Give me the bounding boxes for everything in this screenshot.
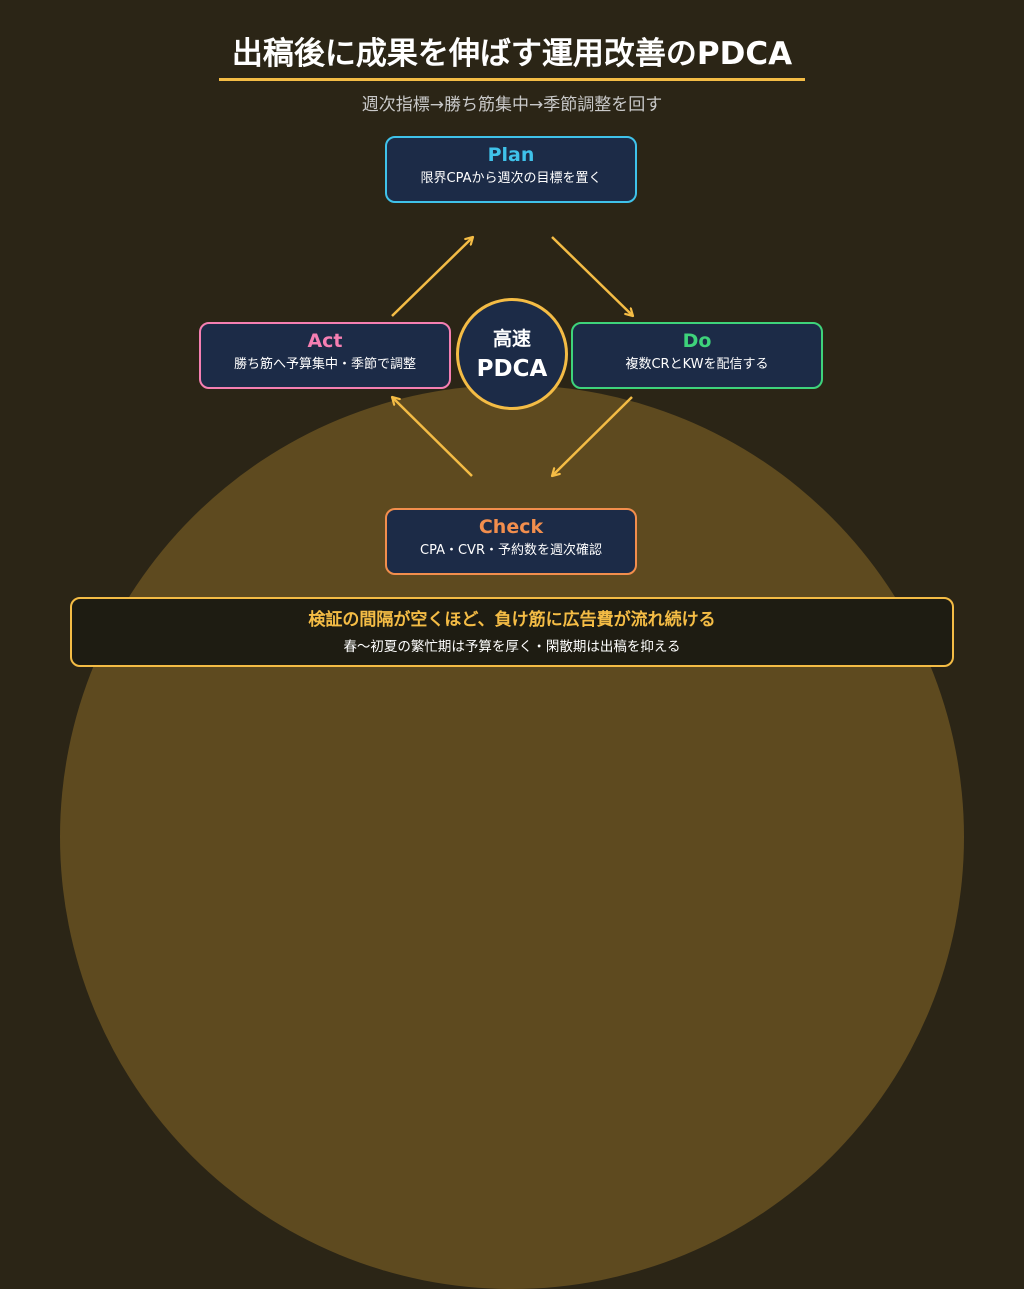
plan-description: 限界CPAから週次の目標を置く	[420, 171, 602, 186]
page-title: 出稿後に成果を伸ばす運用改善のPDCA	[231, 36, 793, 72]
plan-title: Plan	[487, 144, 535, 166]
arrow-check-to-act	[392, 397, 473, 477]
footer-note-box: 検証の間隔が空くほど、負け筋に広告費が流れ続ける 春〜初夏の繁忙期は予算を厚く・…	[70, 597, 954, 667]
footer-headline: 検証の間隔が空くほど、負け筋に広告費が流れ続ける	[308, 610, 716, 630]
cycle-arrows	[0, 0, 1024, 683]
arrow-plan-to-do	[551, 236, 633, 316]
plan-box: Plan 限界CPAから週次の目標を置く	[385, 136, 637, 203]
page-subtitle: 週次指標→勝ち筋集中→季節調整を回す	[361, 95, 663, 115]
check-box: Check CPA・CVR・予約数を週次確認	[385, 508, 637, 575]
do-box: Do 複数CRとKWを配信する	[571, 322, 823, 389]
check-description: CPA・CVR・予約数を週次確認	[420, 543, 602, 558]
arrow-do-to-check	[552, 396, 633, 476]
act-description: 勝ち筋へ予算集中・季節で調整	[233, 357, 416, 372]
title-underline	[219, 78, 805, 81]
footer-detail: 春〜初夏の繁忙期は予算を厚く・閑散期は出稿を抑える	[343, 639, 681, 655]
center-pdca-circle: 高速 PDCA	[456, 298, 568, 410]
center-line-2: PDCA	[476, 356, 548, 382]
check-title: Check	[478, 516, 544, 538]
act-title: Act	[307, 330, 343, 352]
do-title: Do	[682, 330, 712, 352]
do-description: 複数CRとKWを配信する	[625, 357, 769, 372]
arrow-act-to-plan	[391, 237, 473, 317]
center-line-1: 高速	[492, 328, 531, 350]
act-box: Act 勝ち筋へ予算集中・季節で調整	[199, 322, 451, 389]
